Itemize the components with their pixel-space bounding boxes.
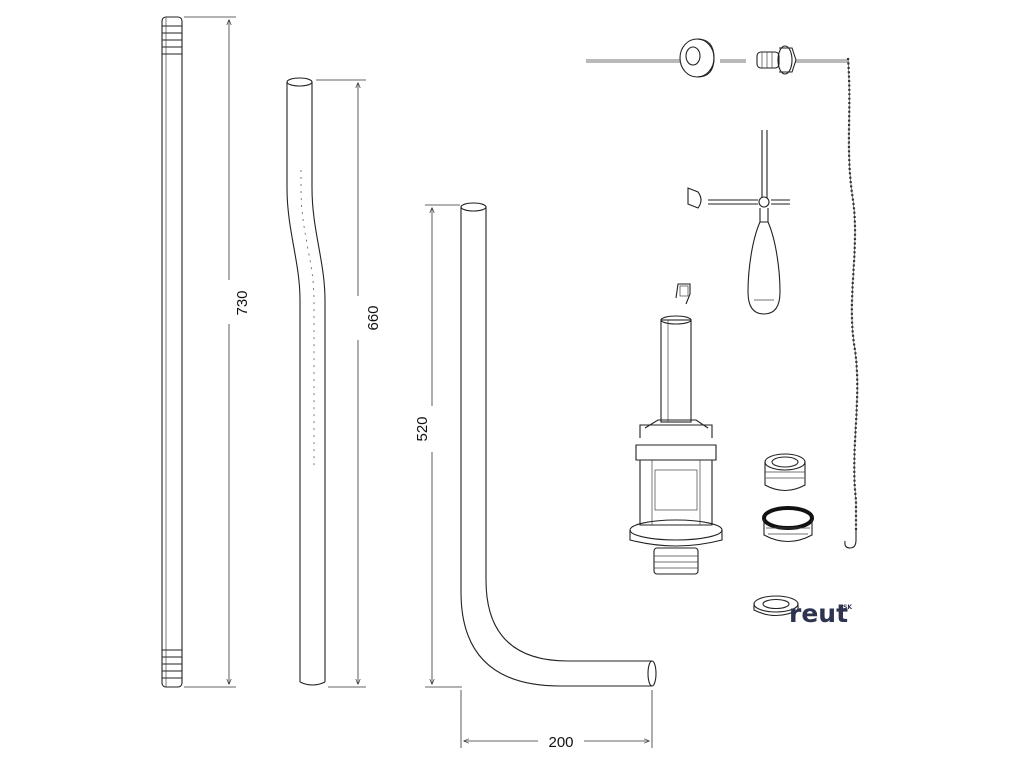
bent-pipe-width-dimension: 200 (460, 690, 653, 751)
logo-superscript: SK (843, 604, 852, 611)
logo-text: reut (789, 599, 848, 628)
dimension-label-200: 200 (548, 734, 573, 751)
dimension-label-520: 520 (414, 416, 431, 441)
dimension-label-660: 660 (365, 305, 382, 330)
cable-assembly (586, 38, 848, 78)
bent-pipe (460, 202, 657, 687)
offset-pipe (286, 77, 326, 686)
pull-handle (687, 130, 790, 315)
brand-logo: reut SK (789, 599, 852, 628)
offset-pipe-dimension: 660 (316, 79, 382, 688)
threaded-connector (764, 453, 806, 492)
ball-chain (844, 57, 859, 549)
seal-ring-nut (762, 506, 814, 543)
dimension-label-730: 730 (234, 290, 251, 315)
straight-pipe-dimension: 730 (184, 16, 251, 688)
straight-pipe (161, 16, 183, 688)
bent-pipe-height-dimension: 520 (414, 204, 462, 688)
flush-valve (629, 283, 723, 575)
washer (753, 595, 799, 617)
